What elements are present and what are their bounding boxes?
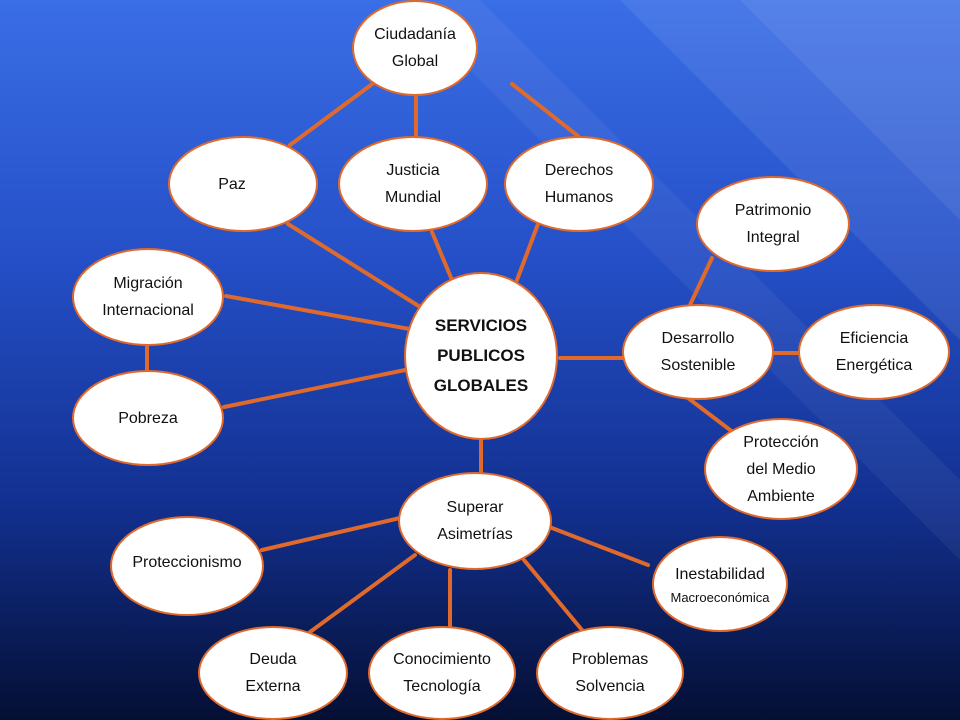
edge-pobreza-center (222, 366, 417, 409)
node-text: Solvencia (575, 678, 645, 695)
node-text: Humanos (544, 189, 614, 206)
edge-ciudadania-derechos (510, 82, 580, 138)
node-desarrollo-sostenible: Desarrollo Sostenible (622, 304, 774, 400)
node-text: Energética (835, 357, 913, 374)
edge-derechos-center (515, 222, 540, 282)
node-text: Protección (743, 433, 819, 451)
node-text: Global (391, 53, 439, 70)
node-text: Deuda (249, 651, 297, 668)
node-text: Internacional (102, 302, 194, 319)
node-problemas-solvencia: Problemas Solvencia (536, 626, 684, 720)
node-text: Sostenible (660, 357, 736, 374)
node-text: Eficiencia (839, 330, 909, 347)
node-text: Derechos (544, 162, 614, 179)
edge-superar-deuda (308, 553, 417, 634)
node-paz: Paz (168, 136, 318, 232)
node-text: Proteccionismo (132, 553, 242, 571)
node-text: Externa (245, 678, 301, 695)
node-text: Pobreza (118, 409, 178, 427)
node-text: Patrimonio (734, 202, 812, 219)
node-deuda-externa: Deuda Externa (198, 626, 348, 720)
edge-paz-center (286, 222, 427, 312)
node-text: Problemas (571, 651, 649, 668)
node-proteccionismo: Proteccionismo (110, 516, 264, 616)
node-text: Inestabilidad (675, 565, 765, 583)
node-conocimiento-tecnologia: Conocimiento Tecnología (368, 626, 516, 720)
node-text: Mundial (384, 189, 442, 206)
node-derechos-humanos: Derechos Humanos (504, 136, 654, 232)
node-text: Paz (218, 175, 246, 193)
node-text: Macroeconómica (670, 589, 770, 605)
node-text: GLOBALES (433, 376, 529, 395)
node-ciudadania-global: Ciudadanía Global (352, 0, 478, 96)
node-text: Migración (113, 275, 183, 292)
node-text: Integral (746, 229, 800, 246)
edge-desarrollo-patrimonio (688, 256, 714, 307)
node-text: Asimetrías (437, 526, 513, 543)
node-superar-asimetrias: Superar Asimetrías (398, 472, 552, 570)
node-eficiencia-energetica: Eficiencia Energética (798, 304, 950, 400)
node-migracion-internacional: Migración Internacional (72, 248, 224, 346)
edge-migracion-center (224, 294, 417, 332)
node-text: Ciudadanía (374, 26, 456, 43)
node-text: Conocimiento (393, 651, 491, 668)
node-inestabilidad-macroeconomica: Inestabilidad Macroeconómica (652, 536, 788, 632)
node-justicia-mundial: Justicia Mundial (338, 136, 488, 232)
node-pobreza: Pobreza (72, 370, 224, 466)
edge-ciudadania-paz (288, 80, 377, 147)
node-text: del Medio (746, 460, 816, 478)
edge-superar-proteccionismo (260, 516, 402, 552)
node-text: Tecnología (403, 678, 481, 695)
node-patrimonio-integral: Patrimonio Integral (696, 176, 850, 272)
node-servicios-publicos-globales: SERVICIOS PUBLICOS GLOBALES (404, 272, 558, 440)
node-text: SERVICIOS (434, 316, 528, 335)
edge-justicia-center (430, 230, 454, 282)
edge-superar-problemas (522, 558, 584, 632)
node-text: Ambiente (747, 487, 815, 505)
edge-superar-inestabilidad (550, 526, 650, 567)
node-text: Superar (446, 499, 504, 516)
node-text: Justicia (386, 162, 440, 179)
node-text: PUBLICOS (437, 346, 525, 365)
node-proteccion-medio-ambiente: Protección del Medio Ambiente (704, 418, 858, 520)
node-text: Desarrollo (661, 330, 735, 347)
